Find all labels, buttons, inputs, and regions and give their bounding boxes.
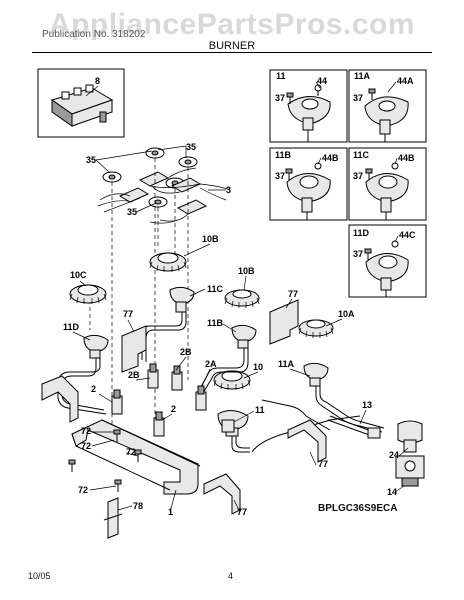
inset-box-11a — [348, 69, 427, 143]
page-number: 4 — [228, 571, 234, 581]
callout-72-a: 72 — [81, 426, 91, 436]
callout-labels: 8 35 35 3 35 10B 10C 11C 10B 77 11D 77 1… — [63, 76, 409, 517]
callout-78: 78 — [133, 501, 143, 511]
bracket-78 — [103, 497, 123, 539]
inset-11c-screw: 37 — [353, 171, 363, 181]
callout-72-b: 72 — [81, 441, 91, 451]
inset-burner-bases — [285, 84, 409, 297]
inset-11d-part: 11D — [353, 228, 370, 238]
header-rule — [32, 52, 432, 53]
inset-11c-part: 11C — [353, 150, 370, 160]
inset-box-11d — [348, 224, 427, 298]
callout-2b-left: 2B — [128, 370, 140, 380]
callout-10b-upper: 10B — [202, 234, 219, 244]
valve-2-center — [153, 411, 165, 437]
callout-77-lower-right: 77 — [318, 459, 328, 469]
inset-11-cap: 44 — [317, 76, 327, 86]
callout-2b-upper: 2B — [180, 347, 192, 357]
callout-11d: 11D — [63, 322, 80, 332]
callout-2-left: 2 — [91, 384, 96, 394]
inset-11c-cap: 44B — [398, 153, 415, 163]
burner-10 — [213, 370, 251, 390]
callout-11a: 11A — [278, 359, 295, 369]
inset-11a-cap: 44A — [397, 76, 414, 86]
inset-11-part: 11 — [276, 71, 286, 81]
burner-10b-upper — [149, 252, 187, 272]
inset-box-8 — [37, 68, 125, 138]
callout-3: 3 — [226, 185, 231, 195]
inset-box-11b — [269, 147, 348, 221]
callout-14: 14 — [387, 487, 397, 497]
callout-35-left: 35 — [86, 155, 96, 165]
callout-11b: 11B — [207, 318, 224, 328]
inset-11-base — [286, 84, 331, 142]
electrodes-and-wires — [97, 147, 231, 224]
watermark: AppliancePartsPros.com — [48, 8, 416, 41]
inset-11b-base — [285, 162, 331, 220]
callout-77-bottom: 77 — [237, 507, 247, 517]
callout-2a: 2A — [205, 359, 217, 369]
manifold-1 — [71, 419, 201, 495]
inset-11a-base — [364, 88, 409, 142]
callout-77-right: 77 — [288, 289, 298, 299]
callout-10a: 10A — [338, 309, 355, 319]
page-title: BURNER — [208, 40, 256, 52]
callout-10b-lower: 10B — [238, 266, 255, 276]
inset-11d-screw: 37 — [353, 249, 363, 259]
diagram-code: BPLGC36S9ECA — [318, 503, 398, 514]
inset-11a-part: 11A — [354, 71, 371, 81]
callout-11: 11 — [255, 405, 265, 415]
callout-72-c: 72 — [126, 447, 136, 457]
callout-8: 8 — [95, 76, 100, 86]
valves — [111, 363, 235, 437]
model-number: Publication No. 318202 — [42, 29, 146, 40]
valve-2a — [195, 385, 207, 411]
burner-10a — [298, 319, 334, 338]
inset-boxes — [37, 68, 427, 298]
burner-heads — [69, 252, 334, 390]
callout-13: 13 — [362, 400, 372, 410]
burner-10b-lower — [224, 289, 260, 308]
inset-11b-part: 11B — [275, 150, 292, 160]
regulator-14 — [395, 420, 425, 487]
callout-1: 1 — [168, 507, 173, 517]
inset-11b-screw: 37 — [275, 171, 285, 181]
callout-24: 24 — [389, 450, 399, 460]
callout-35-top: 35 — [186, 142, 196, 152]
callout-77-center: 77 — [123, 309, 133, 319]
callout-72-d: 72 — [78, 485, 88, 495]
valve-2b-right — [171, 365, 183, 391]
gas-line-13 — [327, 415, 381, 439]
inset-box-11c — [348, 147, 427, 221]
burner-10c — [69, 284, 107, 304]
inset-11d-base — [364, 240, 409, 297]
brackets-77 — [41, 299, 327, 515]
callout-2-center: 2 — [171, 404, 176, 414]
footer-date: 10/05 — [28, 571, 51, 581]
inset-labels: 11 37 44 11A 37 44A 11B 37 44B 11C 37 44… — [275, 71, 416, 259]
callout-10: 10 — [253, 362, 263, 372]
valve-11 — [221, 419, 235, 433]
valve-2b-left — [147, 363, 159, 389]
callout-10c: 10C — [70, 270, 87, 280]
inset-11-screw: 37 — [275, 93, 285, 103]
inset-11a-screw: 37 — [353, 93, 363, 103]
spark-module-8 — [50, 84, 114, 127]
callout-11c: 11C — [207, 284, 224, 294]
inset-11b-cap: 44B — [322, 153, 339, 163]
inset-11c-base — [365, 162, 409, 220]
callout-35-mid: 35 — [127, 207, 137, 217]
valve-2-left — [111, 389, 123, 415]
inset-11d-cap: 44C — [399, 230, 416, 240]
